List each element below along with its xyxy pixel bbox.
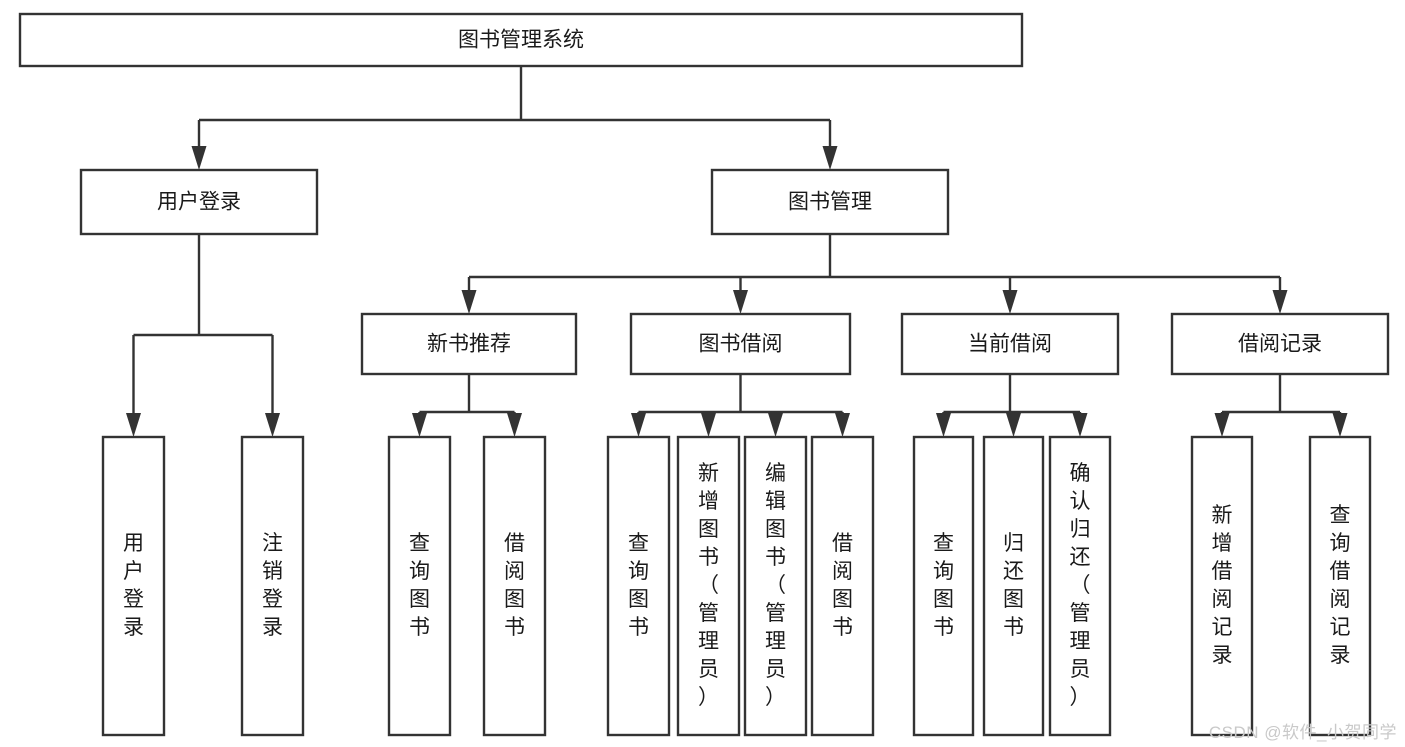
node-label-borrow-record: 借阅记录 [1238,333,1322,356]
node-current-borrow[interactable]: 当前借阅 [900,312,1120,376]
node-root[interactable]: 图书管理系统 [18,12,1024,68]
arrow-head-book-borrow-to-leaf-edit-book [768,413,783,437]
node-box-leaf-query-book-3[interactable] [912,435,975,737]
arrow-head-current-borrow-to-leaf-return-book [1006,413,1021,437]
arrow-head-book-manage-to-book-borrow [733,290,748,314]
node-label-leaf-query-book-1: 查询图书 [409,532,430,639]
node-box-leaf-add-record[interactable] [1190,435,1254,737]
node-label-leaf-user-login: 用户登录 [123,532,144,639]
node-leaf-query-book-2[interactable]: 查询图书 [606,435,671,737]
node-label-user-login: 用户登录 [157,191,241,214]
arrow-head-user-login-to-leaf-user-login [126,413,141,437]
node-leaf-return-book[interactable]: 归还图书 [982,435,1045,737]
arrow-head-current-borrow-to-leaf-query-book-3 [936,413,951,437]
node-label-leaf-borrow-book-2: 借阅图书 [832,532,853,639]
edge-group-root [191,66,838,170]
node-label-book-borrow: 图书借阅 [699,333,783,356]
node-label-leaf-confirm-return: 确认归还（管理员） [1070,462,1091,709]
node-leaf-add-book[interactable]: 新增图书（管理员） [676,435,741,737]
node-box-new-book-rec[interactable] [360,312,578,376]
arrow-head-root-to-book-manage [822,146,838,170]
arrow-head-new-book-rec-to-leaf-borrow-book-1 [507,413,522,437]
node-box-book-borrow[interactable] [629,312,852,376]
node-box-leaf-user-login[interactable] [101,435,166,737]
edges-layer [126,66,1348,437]
node-box-leaf-return-book[interactable] [982,435,1045,737]
node-box-leaf-edit-book[interactable] [743,435,808,737]
node-label-leaf-edit-book: 编辑图书（管理员） [765,462,786,709]
nodes-layer: 图书管理系统用户登录图书管理新书推荐图书借阅当前借阅借阅记录用户登录注销登录查询… [18,12,1390,737]
node-box-borrow-record[interactable] [1170,312,1390,376]
node-box-leaf-query-book-2[interactable] [606,435,671,737]
node-label-current-borrow: 当前借阅 [968,333,1052,356]
node-label-leaf-add-record: 新增借阅记录 [1212,504,1233,667]
node-book-borrow[interactable]: 图书借阅 [629,312,852,376]
arrow-head-new-book-rec-to-leaf-query-book-1 [412,413,427,437]
arrow-head-book-manage-to-current-borrow [1002,290,1018,314]
node-box-leaf-confirm-return[interactable] [1048,435,1112,737]
node-leaf-query-book-1[interactable]: 查询图书 [387,435,452,737]
node-label-root: 图书管理系统 [458,29,584,52]
node-leaf-edit-book[interactable]: 编辑图书（管理员） [743,435,808,737]
arrow-head-root-to-user-login [191,146,207,170]
node-leaf-confirm-return[interactable]: 确认归还（管理员） [1048,435,1112,737]
node-leaf-user-login[interactable]: 用户登录 [101,435,166,737]
arrow-head-book-borrow-to-leaf-add-book [701,413,716,437]
node-new-book-rec[interactable]: 新书推荐 [360,312,578,376]
node-leaf-add-record[interactable]: 新增借阅记录 [1190,435,1254,737]
node-box-leaf-add-book[interactable] [676,435,741,737]
node-label-leaf-query-record: 查询借阅记录 [1330,504,1351,667]
arrow-head-borrow-record-to-leaf-query-record [1332,413,1348,437]
node-label-leaf-return-book: 归还图书 [1003,532,1024,639]
arrow-head-book-manage-to-borrow-record [1272,290,1288,314]
arrow-head-borrow-record-to-leaf-add-record [1214,413,1230,437]
node-user-login[interactable]: 用户登录 [79,168,319,236]
node-box-user-login[interactable] [79,168,319,236]
arrow-head-user-login-to-leaf-logout [265,413,280,437]
edge-group-book-borrow [631,374,850,437]
node-box-leaf-logout[interactable] [240,435,305,737]
watermark-label: CSDN @软件_小贺同学 [1208,723,1397,742]
node-box-book-manage[interactable] [710,168,950,236]
node-label-leaf-borrow-book-1: 借阅图书 [504,532,525,639]
node-label-new-book-rec: 新书推荐 [427,333,511,356]
edge-group-user-login [126,234,280,437]
node-book-manage[interactable]: 图书管理 [710,168,950,236]
node-box-root[interactable] [18,12,1024,68]
node-box-leaf-borrow-book-1[interactable] [482,435,547,737]
arrow-head-book-manage-to-new-book-rec [461,290,477,314]
node-label-book-manage: 图书管理 [788,191,872,214]
node-borrow-record[interactable]: 借阅记录 [1170,312,1390,376]
node-leaf-borrow-book-2[interactable]: 借阅图书 [810,435,875,737]
node-label-leaf-query-book-2: 查询图书 [628,532,649,639]
node-label-leaf-query-book-3: 查询图书 [933,532,954,639]
edge-group-borrow-record [1214,374,1348,437]
edge-group-new-book-rec [412,374,522,437]
arrow-head-current-borrow-to-leaf-confirm-return [1072,413,1088,437]
node-box-leaf-borrow-book-2[interactable] [810,435,875,737]
arrow-head-book-borrow-to-leaf-borrow-book-2 [835,413,850,437]
edge-group-current-borrow [936,374,1088,437]
node-leaf-query-record[interactable]: 查询借阅记录 [1308,435,1372,737]
node-leaf-query-book-3[interactable]: 查询图书 [912,435,975,737]
node-leaf-logout[interactable]: 注销登录 [240,435,305,737]
arrow-head-book-borrow-to-leaf-query-book-2 [631,413,646,437]
node-box-leaf-query-book-1[interactable] [387,435,452,737]
edge-group-book-manage [461,234,1288,314]
node-box-current-borrow[interactable] [900,312,1120,376]
node-label-leaf-add-book: 新增图书（管理员） [698,462,719,709]
node-leaf-borrow-book-1[interactable]: 借阅图书 [482,435,547,737]
node-label-leaf-logout: 注销登录 [262,532,283,639]
node-box-leaf-query-record[interactable] [1308,435,1372,737]
